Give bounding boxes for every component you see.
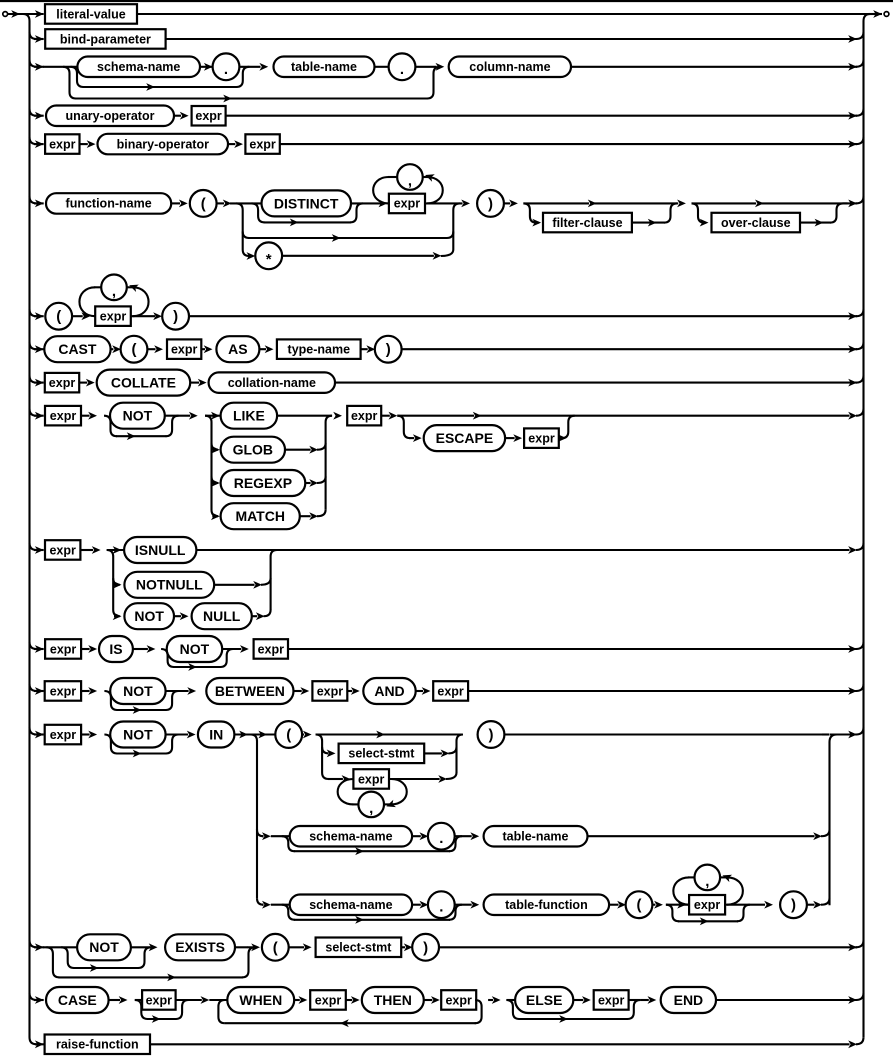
svg-text:over-clause: over-clause bbox=[721, 216, 791, 230]
svg-text:GLOB: GLOB bbox=[233, 442, 273, 458]
svg-text:MATCH: MATCH bbox=[235, 508, 285, 524]
svg-text:COLLATE: COLLATE bbox=[111, 375, 176, 391]
svg-text:): ) bbox=[423, 939, 428, 956]
svg-text:expr: expr bbox=[694, 898, 721, 912]
svg-text:,: , bbox=[369, 800, 373, 817]
svg-text:(: ( bbox=[637, 897, 642, 914]
svg-text:.: . bbox=[439, 899, 443, 916]
svg-text:expr: expr bbox=[445, 993, 472, 1007]
svg-text:expr: expr bbox=[50, 642, 77, 656]
svg-text:expr: expr bbox=[195, 109, 222, 123]
svg-text:): ) bbox=[488, 195, 493, 212]
svg-text:ELSE: ELSE bbox=[526, 992, 563, 1008]
svg-text:expr: expr bbox=[49, 137, 76, 151]
svg-text:ESCAPE: ESCAPE bbox=[436, 430, 494, 446]
svg-text:DISTINCT: DISTINCT bbox=[274, 195, 339, 211]
svg-text:type-name: type-name bbox=[288, 343, 351, 357]
svg-text:table-function: table-function bbox=[505, 898, 588, 912]
svg-text:(: ( bbox=[286, 727, 291, 744]
svg-text:expr: expr bbox=[358, 772, 385, 786]
svg-text:expr: expr bbox=[146, 993, 173, 1007]
svg-text:NULL: NULL bbox=[203, 608, 241, 624]
svg-text:LIKE: LIKE bbox=[233, 408, 265, 424]
svg-text:expr: expr bbox=[50, 409, 77, 423]
svg-text:schema-name: schema-name bbox=[97, 60, 180, 74]
svg-text:CASE: CASE bbox=[58, 992, 97, 1008]
svg-text:WHEN: WHEN bbox=[239, 992, 282, 1008]
svg-text:EXISTS: EXISTS bbox=[175, 939, 225, 955]
svg-text:NOT: NOT bbox=[180, 641, 210, 657]
svg-text:): ) bbox=[489, 727, 494, 744]
svg-text:,: , bbox=[408, 173, 412, 190]
svg-text:expr: expr bbox=[437, 684, 464, 698]
svg-text:END: END bbox=[674, 992, 704, 1008]
svg-text:schema-name: schema-name bbox=[309, 898, 392, 912]
svg-text:expr: expr bbox=[49, 376, 76, 390]
svg-text:expr: expr bbox=[315, 993, 342, 1007]
svg-text:schema-name: schema-name bbox=[309, 830, 392, 844]
svg-text:): ) bbox=[386, 341, 391, 358]
svg-text:,: , bbox=[705, 873, 709, 890]
svg-text:AS: AS bbox=[228, 341, 247, 357]
svg-text:function-name: function-name bbox=[66, 197, 152, 211]
svg-text:table-name: table-name bbox=[503, 830, 569, 844]
svg-text:CAST: CAST bbox=[58, 341, 97, 357]
svg-text:.: . bbox=[224, 61, 228, 78]
svg-text:expr: expr bbox=[528, 431, 555, 445]
svg-text:,: , bbox=[112, 283, 116, 300]
svg-text:expr: expr bbox=[100, 310, 127, 324]
svg-text:NOTNULL: NOTNULL bbox=[136, 577, 203, 593]
svg-text:BETWEEN: BETWEEN bbox=[215, 683, 285, 699]
svg-text:expr: expr bbox=[351, 409, 378, 423]
svg-text:(: ( bbox=[132, 341, 137, 358]
svg-text:.: . bbox=[439, 830, 443, 847]
svg-text:expr: expr bbox=[171, 343, 198, 357]
svg-text:expr: expr bbox=[50, 728, 77, 742]
svg-text:ISNULL: ISNULL bbox=[135, 542, 186, 558]
svg-text:NOT: NOT bbox=[123, 726, 153, 742]
svg-text:*: * bbox=[266, 251, 272, 268]
svg-text:AND: AND bbox=[374, 683, 404, 699]
svg-text:select-stmt: select-stmt bbox=[325, 941, 392, 955]
svg-text:NOT: NOT bbox=[89, 939, 119, 955]
svg-text:collation-name: collation-name bbox=[228, 376, 316, 390]
svg-text:expr: expr bbox=[394, 197, 421, 211]
svg-text:REGEXP: REGEXP bbox=[234, 475, 292, 491]
svg-text:unary-operator: unary-operator bbox=[66, 109, 155, 123]
svg-text:(: ( bbox=[56, 308, 61, 325]
svg-text:filter-clause: filter-clause bbox=[552, 216, 622, 230]
svg-text:expr: expr bbox=[258, 642, 285, 656]
svg-text:expr: expr bbox=[50, 684, 77, 698]
svg-text:table-name: table-name bbox=[291, 60, 357, 74]
svg-text:column-name: column-name bbox=[469, 60, 550, 74]
svg-text:expr: expr bbox=[249, 137, 276, 151]
svg-text:): ) bbox=[791, 897, 796, 914]
svg-text:raise-function: raise-function bbox=[56, 1038, 139, 1052]
svg-text:NOT: NOT bbox=[123, 683, 153, 699]
svg-text:bind-parameter: bind-parameter bbox=[60, 32, 151, 46]
svg-text:expr: expr bbox=[598, 993, 625, 1007]
svg-text:binary-operator: binary-operator bbox=[117, 137, 210, 151]
svg-text:literal-value: literal-value bbox=[56, 7, 126, 21]
svg-text:NOT: NOT bbox=[134, 608, 164, 624]
svg-text:expr: expr bbox=[317, 684, 344, 698]
svg-text:NOT: NOT bbox=[123, 408, 153, 424]
svg-text:expr: expr bbox=[49, 543, 76, 557]
svg-text:IN: IN bbox=[209, 726, 223, 742]
svg-text:): ) bbox=[173, 308, 178, 325]
svg-text:IS: IS bbox=[109, 641, 122, 657]
svg-text:select-stmt: select-stmt bbox=[348, 747, 415, 761]
svg-text:(: ( bbox=[201, 195, 206, 212]
svg-text:.: . bbox=[400, 61, 404, 78]
svg-text:(: ( bbox=[273, 939, 278, 956]
svg-text:THEN: THEN bbox=[374, 992, 412, 1008]
